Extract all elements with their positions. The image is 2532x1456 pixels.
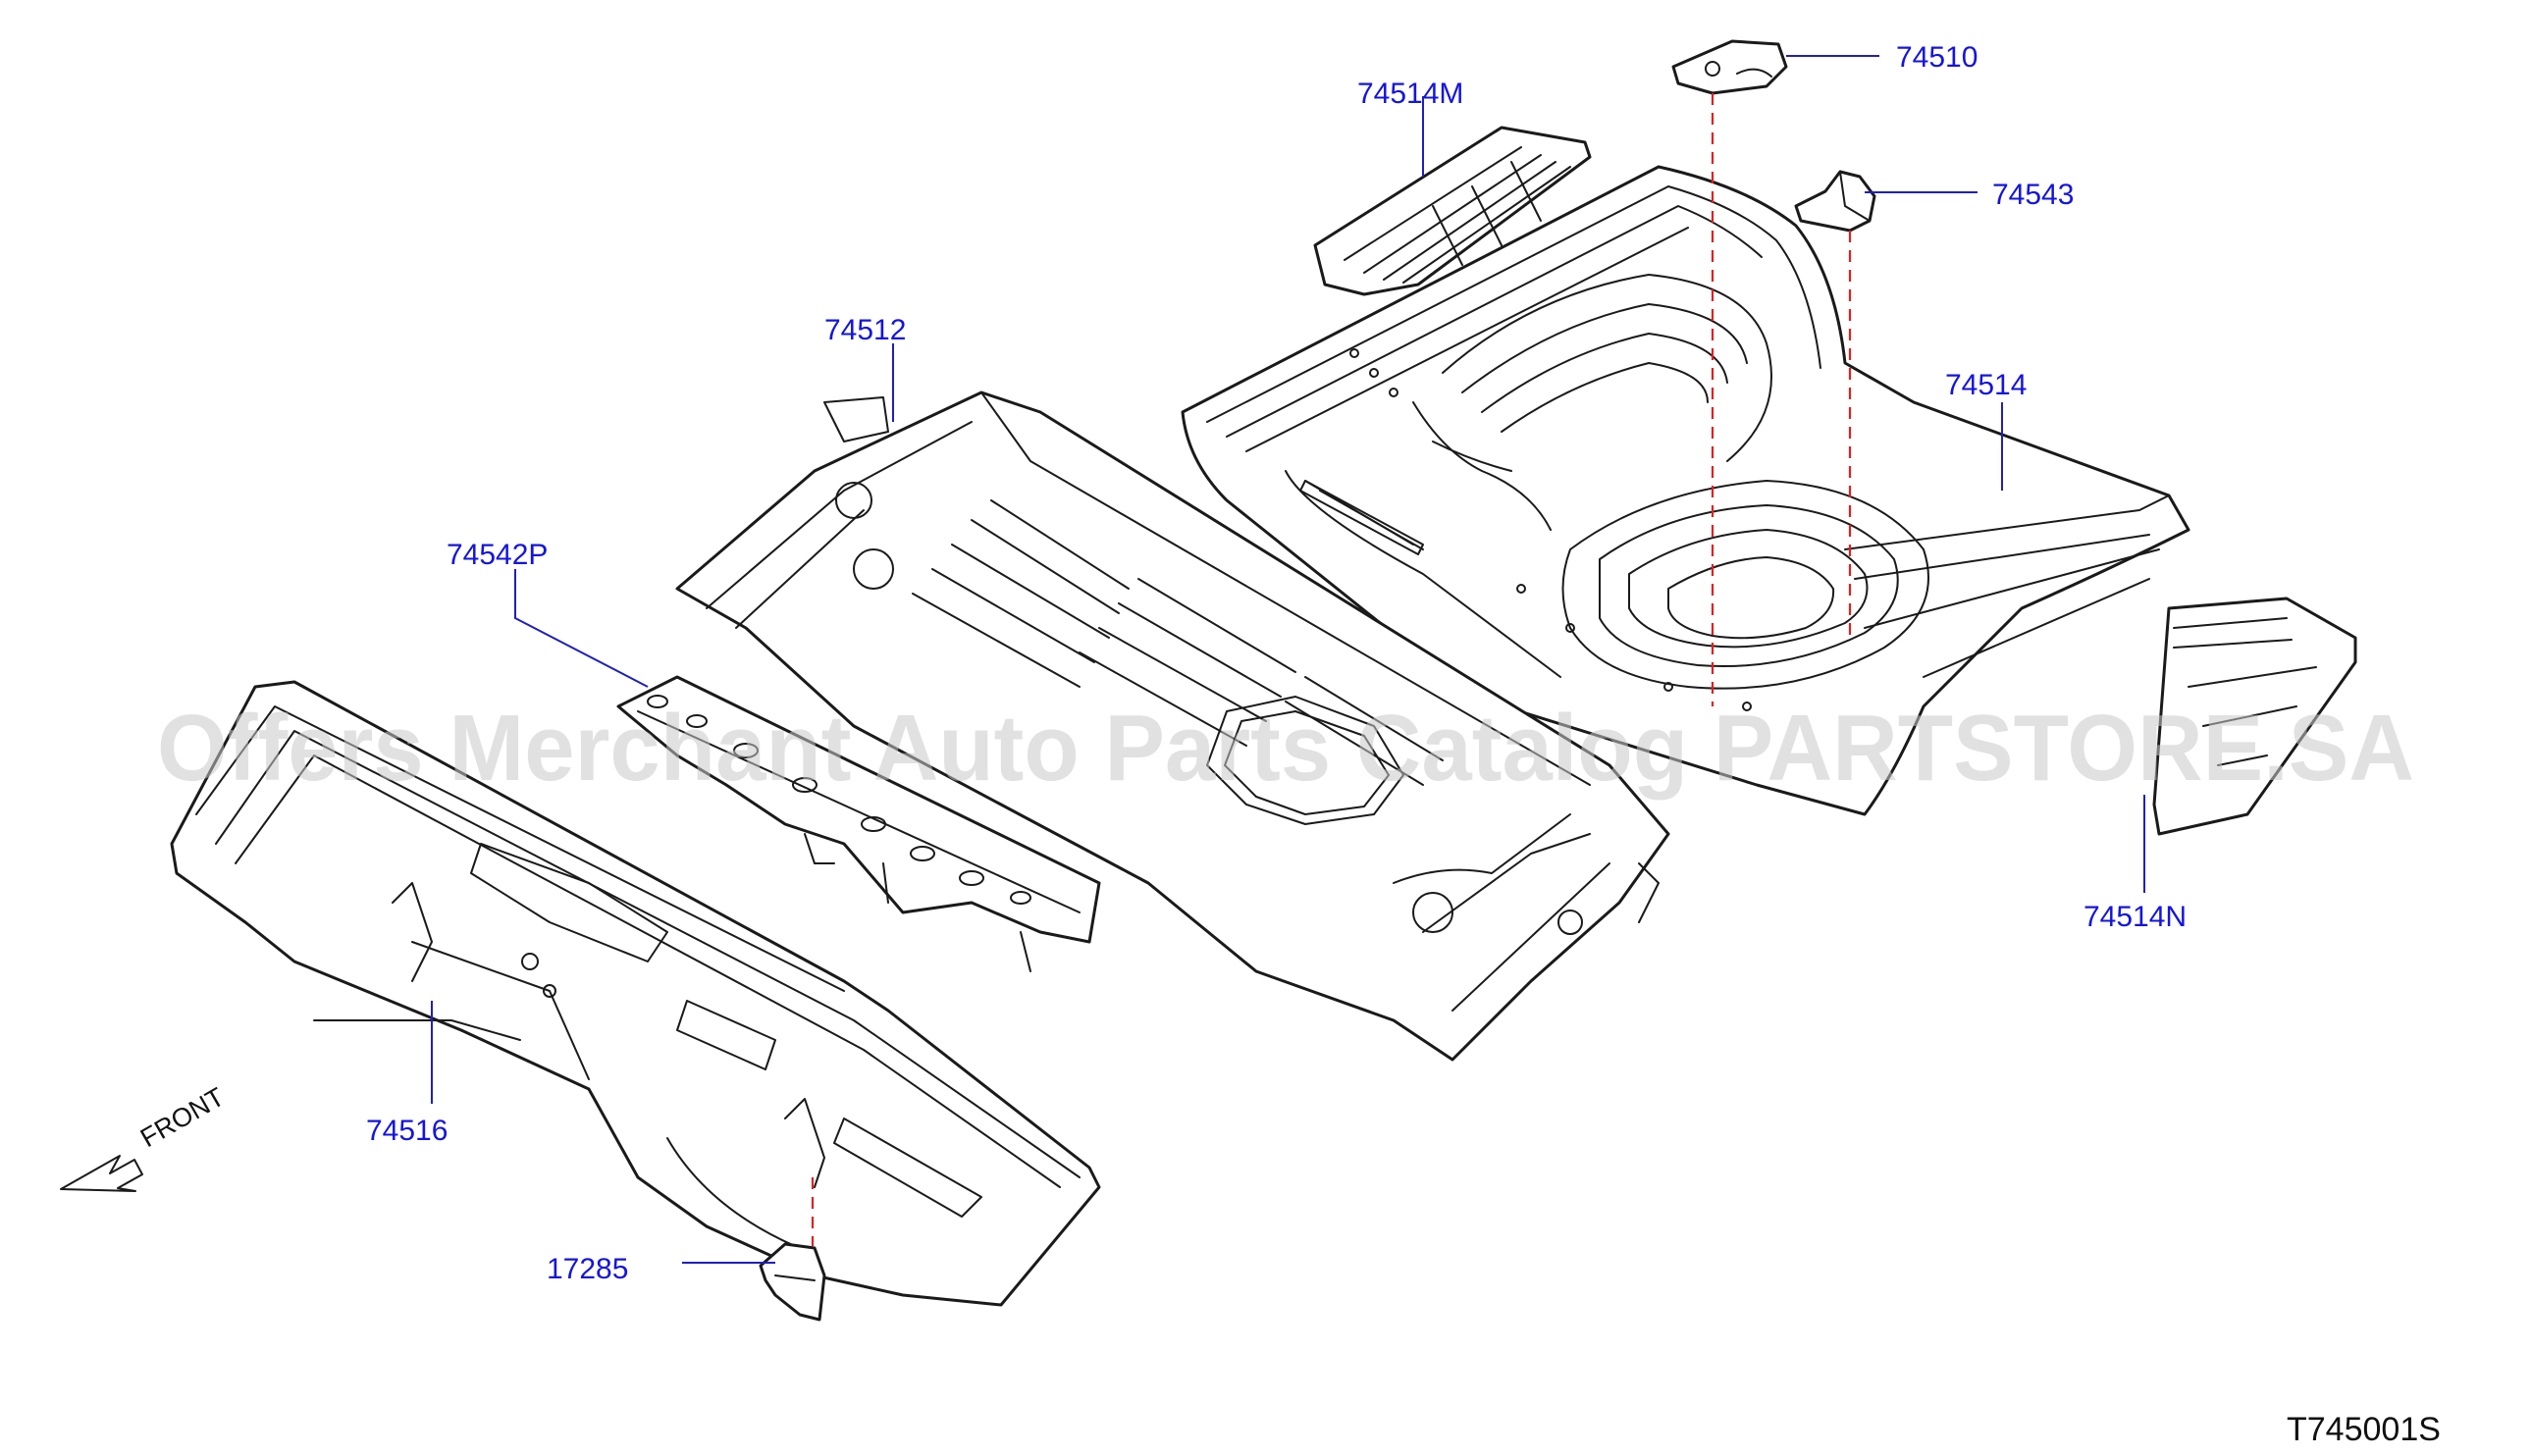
label-74512: 74512 bbox=[824, 314, 906, 346]
bracket-74514M bbox=[1313, 126, 1592, 296]
plate-74510 bbox=[1671, 39, 1788, 95]
diagram-code: T745001S bbox=[2287, 1411, 2441, 1448]
front-label: FRONT bbox=[135, 1082, 230, 1153]
front-direction-indicator: FRONT bbox=[60, 1082, 230, 1192]
bracket-74543 bbox=[1794, 170, 1876, 233]
front-arrow-icon bbox=[60, 1155, 143, 1192]
rivet-holes bbox=[1349, 348, 1752, 711]
bracket-74514N bbox=[2152, 597, 2357, 836]
label-74514M: 74514M bbox=[1357, 78, 1463, 110]
crossmember-74542P bbox=[616, 675, 1101, 972]
label-74543: 74543 bbox=[1992, 179, 2074, 211]
front-floor-74516 bbox=[170, 680, 1101, 1307]
part-labels: 74510 74514M 74543 74512 74514 74542P 74… bbox=[366, 41, 2187, 1285]
floor-panel-74512 bbox=[675, 390, 1670, 1062]
reference-lines bbox=[811, 93, 1852, 1246]
leader-lines bbox=[431, 55, 2145, 1264]
label-17285: 17285 bbox=[547, 1253, 628, 1285]
label-74514N: 74514N bbox=[2084, 901, 2187, 933]
label-74514: 74514 bbox=[1945, 369, 2027, 401]
rear-floor-panel-74514 bbox=[1181, 165, 2190, 816]
label-74542P: 74542P bbox=[447, 539, 548, 571]
label-74516: 74516 bbox=[366, 1115, 448, 1147]
label-74510: 74510 bbox=[1896, 41, 1978, 74]
clip-17285 bbox=[759, 1242, 826, 1322]
watermark: Offers Merchant Auto Parts Catalog PARTS… bbox=[157, 696, 2414, 801]
